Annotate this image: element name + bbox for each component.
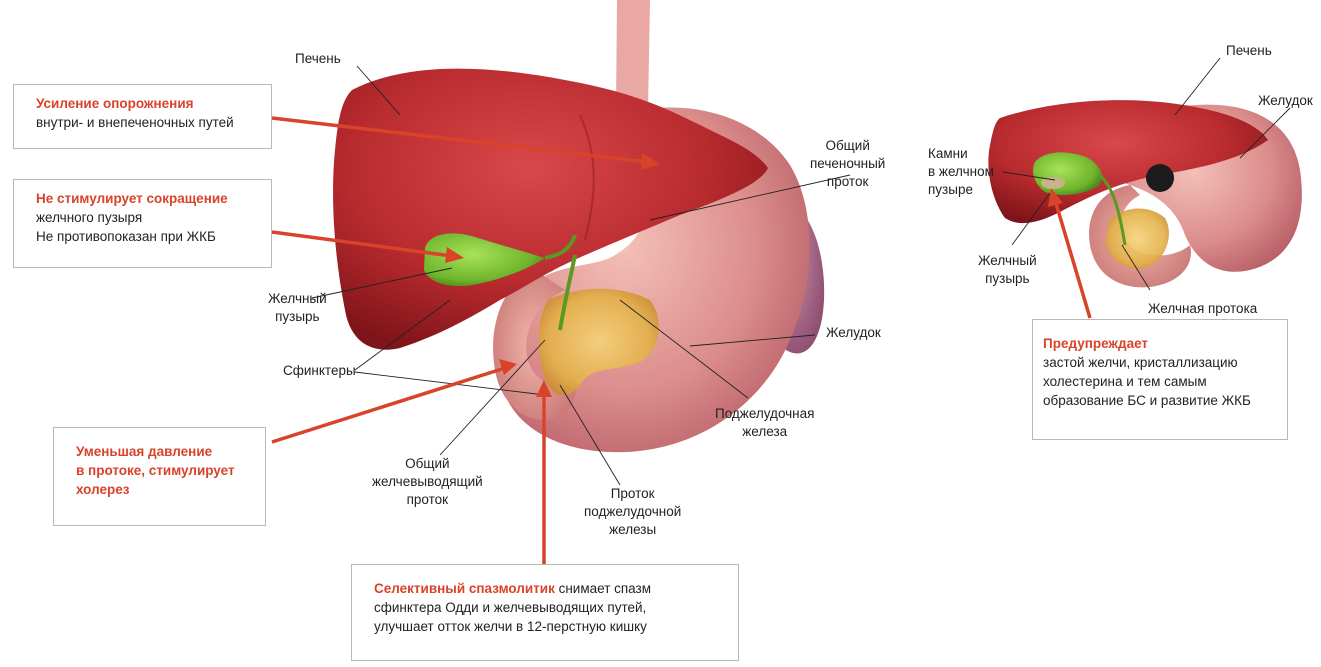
main-organs: [333, 0, 824, 452]
label-line: Поджелудочная: [715, 405, 814, 423]
callout-text: образование БС и развитие ЖКБ: [1043, 391, 1277, 410]
label-line: Желчный: [268, 290, 327, 308]
callout-title: Уменьшая давление: [76, 442, 255, 461]
callout-spasmolytic: Селективный спазмолитик снимает спазм сф…: [351, 564, 739, 661]
inset-label-liver: Печень: [1226, 42, 1272, 60]
label-common-bile-duct: Общий желчевыводящий проток: [372, 455, 483, 509]
callout-no-stimulation: Не стимулирует сокращение желчного пузыр…: [13, 179, 272, 268]
callout-title: Предупреждает: [1043, 334, 1277, 353]
inset-label-stones: Камни в желчном пузыре: [928, 145, 994, 199]
label-sphincters: Сфинктеры: [283, 362, 356, 380]
label-line: Общий: [372, 455, 483, 473]
callout-text: снимает спазм: [555, 581, 651, 596]
label-line: желчевыводящий: [372, 473, 483, 491]
label-line: железа: [715, 423, 814, 441]
callout-title: Не стимулирует сокращение: [36, 189, 261, 208]
label-line: проток: [372, 491, 483, 509]
callout-title: Усиление опорожнения: [36, 94, 261, 113]
callout-text: сфинктера Одди и желчевыводящих путей,: [374, 598, 728, 617]
callout-text: внутри- и внепеченочных путей: [36, 113, 261, 132]
label-stomach: Желудок: [826, 324, 881, 342]
label-line: пузырь: [978, 270, 1037, 288]
label-line: проток: [810, 173, 885, 191]
label-line: печеночный: [810, 155, 885, 173]
callout-title: холерез: [76, 480, 255, 499]
inset-black-structure: [1146, 164, 1174, 192]
inset-label-stomach: Желудок: [1258, 92, 1313, 110]
callout-text: Не противопоказан при ЖКБ: [36, 227, 261, 246]
label-pancreas: Поджелудочная железа: [715, 405, 814, 441]
callout-pressure: Уменьшая давление в протоке, стимулирует…: [53, 427, 266, 526]
label-line: Общий: [810, 137, 885, 155]
inset-label-bile-duct: Желчная протока: [1148, 300, 1257, 318]
label-common-hepatic-duct: Общий печеночный проток: [810, 137, 885, 191]
callout-text: улучшает отток желчи в 12-перстную кишку: [374, 617, 728, 636]
inset-label-gallbladder: Желчный пузырь: [978, 252, 1037, 288]
label-line: Желчный: [978, 252, 1037, 270]
callout-text: желчного пузыря: [36, 208, 261, 227]
label-pancreatic-duct: Проток поджелудочной железы: [584, 485, 681, 539]
callout-text: застой желчи, кристаллизацию: [1043, 353, 1277, 372]
callout-text: холестерина и тем самым: [1043, 372, 1277, 391]
label-liver: Печень: [295, 50, 341, 68]
callout-prevents: Предупреждает застой желчи, кристаллизац…: [1032, 319, 1288, 440]
label-line: железы: [584, 521, 681, 539]
label-line: пузырь: [268, 308, 327, 326]
callout-emptying: Усиление опорожнения внутри- и внепечено…: [13, 84, 272, 149]
label-line: пузыре: [928, 181, 994, 199]
callout-title: в протоке, стимулирует: [76, 461, 255, 480]
label-line: в желчном: [928, 163, 994, 181]
callout-first-line: Селективный спазмолитик снимает спазм: [374, 579, 728, 598]
label-gallbladder: Желчный пузырь: [268, 290, 327, 326]
label-line: поджелудочной: [584, 503, 681, 521]
callout-title: Селективный спазмолитик: [374, 581, 555, 596]
label-line: Проток: [584, 485, 681, 503]
label-line: Камни: [928, 145, 994, 163]
